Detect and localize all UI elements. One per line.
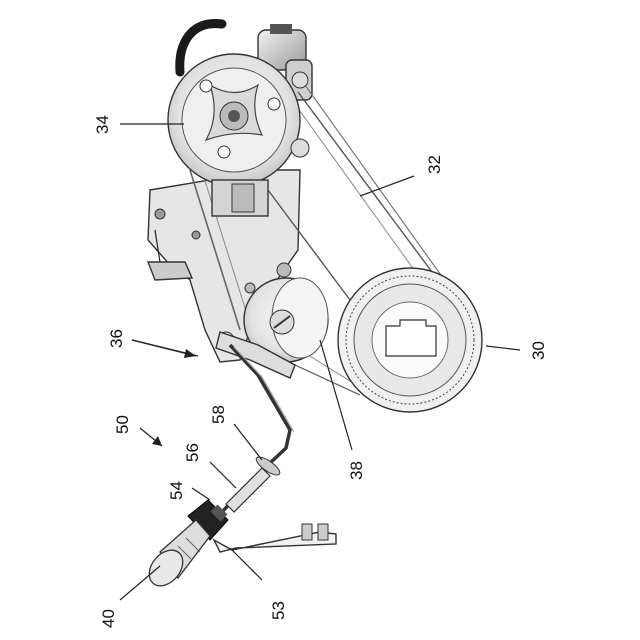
- label-32: 32: [425, 155, 444, 174]
- label-50: 50: [113, 415, 132, 434]
- spring-linkage: [148, 262, 192, 280]
- label-53: 53: [269, 601, 288, 620]
- label-40: 40: [99, 609, 118, 628]
- label-58: 58: [209, 405, 228, 424]
- label-36: 36: [107, 329, 126, 348]
- label-38: 38: [347, 461, 366, 480]
- pulley-30: [338, 268, 482, 412]
- knob-40: [142, 520, 210, 592]
- label-30: 30: [529, 341, 548, 360]
- sleeve-56: [226, 468, 270, 512]
- reference-arrows: [132, 340, 196, 446]
- label-54: 54: [167, 481, 186, 500]
- label-56: 56: [183, 443, 202, 462]
- label-34: 34: [93, 115, 112, 134]
